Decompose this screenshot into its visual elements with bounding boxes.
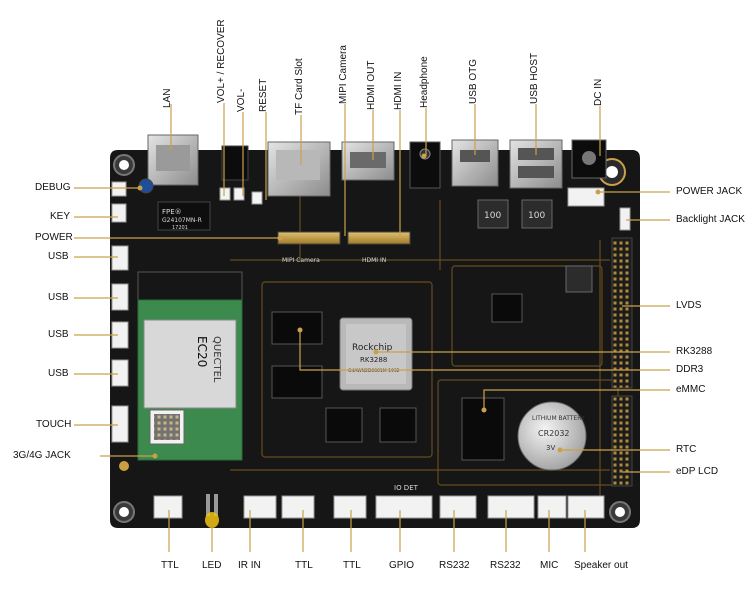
label-rtc: RTC (676, 444, 697, 455)
label-ttl-3: TTL (343, 560, 361, 571)
battery-model: CR2032 (538, 429, 570, 438)
label-usb-4: USB (48, 368, 69, 379)
antenna-jack (119, 461, 129, 471)
label-ttl-1: TTL (161, 560, 179, 571)
label-tf-card-slot: TF Card Slot (294, 58, 305, 115)
power-ic (491, 293, 523, 323)
emmc-chip (461, 397, 505, 461)
hdmi-in-connector (347, 231, 411, 245)
label-hdmi-in: HDMI IN (393, 71, 404, 110)
label-rs232-1: RS232 (439, 560, 470, 571)
inductors: 100 100 (477, 199, 593, 293)
label-ttl-2: TTL (295, 560, 313, 571)
label-ir-in: IR IN (238, 560, 261, 571)
label-lan: LAN (162, 88, 173, 108)
label-emmc: eMMC (676, 384, 706, 395)
label-led: LED (202, 560, 222, 571)
label-reset: RESET (258, 78, 269, 112)
edp-lcd-connector (611, 395, 633, 487)
battery-brand: LITHIUM BATTERY (532, 415, 585, 422)
mipi-camera-silk: MIPI Camera (282, 257, 320, 264)
backlight-jack (619, 207, 631, 231)
label-ddr3: DDR3 (676, 364, 704, 375)
vol-plus-button (219, 187, 231, 201)
label-power-jack: POWER JACK (676, 186, 743, 197)
label-usb-host: USB HOST (529, 52, 540, 104)
module-brand: QUECTEL (211, 336, 222, 383)
label-touch: TOUCH (36, 419, 72, 430)
io-det-silk: IO DET (394, 484, 419, 492)
label-mipi-camera: MIPI Camera (338, 45, 349, 104)
headphone-block (221, 145, 249, 181)
label-headphone: Headphone (419, 56, 430, 108)
label-hdmi-out: HDMI OUT (366, 60, 377, 110)
label-edp-lcd: eDP LCD (676, 466, 719, 477)
label-usb-1: USB (48, 251, 69, 262)
lvds-header (611, 237, 633, 389)
label-lvds: LVDS (676, 300, 702, 311)
reset-button (251, 191, 263, 205)
bottom-connectors (153, 495, 605, 519)
lan-transformer (157, 201, 211, 231)
lan-chip-model: G24107MN-R (162, 217, 202, 224)
vol-minus-button (233, 187, 245, 201)
label-usb-otg: USB OTG (468, 58, 479, 104)
label-usb-3: USB (48, 329, 69, 340)
left-connectors (111, 181, 129, 443)
hdmi-in-silk: HDMI IN (362, 257, 386, 264)
ddr3-chips (271, 311, 417, 443)
label-speaker-out: Speaker out (574, 560, 628, 571)
led (205, 494, 219, 528)
soc-model: RK3288 (360, 356, 387, 364)
leader-lines (74, 103, 670, 552)
label-key: KEY (50, 211, 71, 222)
rtc-battery (517, 401, 587, 471)
mipi-camera-connector (277, 231, 341, 245)
label-gpio: GPIO (389, 560, 415, 571)
inductor-2-marking: 100 (528, 211, 545, 221)
label-3g-4g-jack: 3G/4G JACK (13, 450, 71, 461)
inductor-1-marking: 100 (484, 211, 501, 221)
soc-code: G4AWN2D0001M 1932 (348, 368, 400, 374)
label-usb-2: USB (48, 292, 69, 303)
label-debug: DEBUG (35, 182, 71, 193)
label-rs232-2: RS232 (490, 560, 521, 571)
lan-chip-brand: FPE® (162, 208, 182, 216)
label-backlight-jack: Backlight JACK (676, 214, 745, 225)
label-vol-minus: VOL- (236, 88, 247, 112)
label-dc-in: DC IN (593, 78, 604, 106)
battery-voltage: 3V (546, 444, 555, 452)
label-power: POWER (35, 232, 73, 243)
label-rk3288: RK3288 (676, 346, 713, 357)
leader-dots (137, 153, 601, 459)
soc-brand: Rockchip (352, 343, 393, 353)
module-model: EC20 (195, 336, 209, 367)
label-vol-plus-recover: VOL+ / RECOVER (216, 19, 227, 103)
label-mic: MIC (540, 560, 559, 571)
power-jack (567, 187, 605, 207)
lan-chip-code: 17201 (172, 225, 188, 231)
